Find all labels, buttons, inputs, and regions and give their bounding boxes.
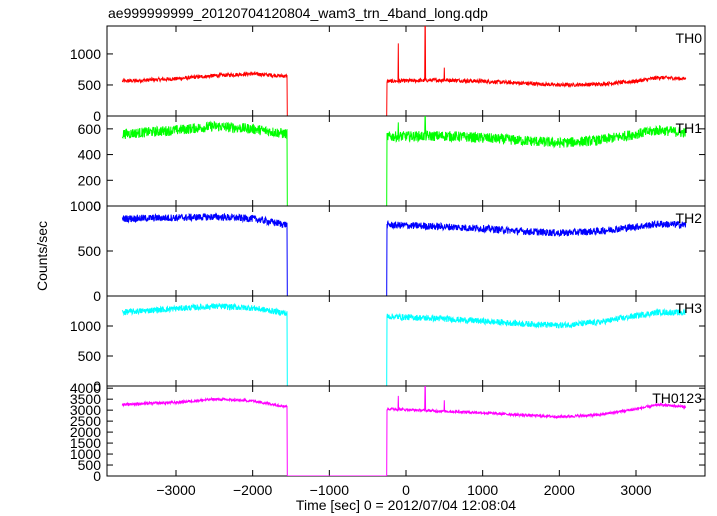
y-tick-label: 1000 (70, 446, 101, 462)
y-tick-label: 0 (93, 198, 101, 214)
x-tick-label: 0 (402, 482, 410, 498)
series-line-th0 (121, 26, 687, 116)
x-tick-label: 2000 (544, 482, 575, 498)
series-line-th0123 (121, 386, 687, 476)
series-line-th3 (121, 302, 687, 386)
y-tick-label: 0 (93, 108, 101, 124)
y-tick-label: 1000 (70, 318, 101, 334)
y-tick-label: 1500 (70, 435, 101, 451)
panel-label-th0123: TH0123 (652, 390, 702, 406)
x-tick-label: −1000 (310, 482, 350, 498)
y-tick-label: 0 (93, 378, 101, 394)
y-axis-label: Counts/sec (34, 221, 50, 291)
x-tick-label: 1000 (467, 482, 498, 498)
y-tick-label: 500 (78, 243, 102, 259)
y-tick-label: 200 (78, 172, 102, 188)
series-line-th1 (121, 116, 687, 206)
panel-frame-th0 (106, 25, 706, 117)
y-tick-label: 2500 (70, 413, 101, 429)
y-tick-label: 0 (93, 288, 101, 304)
panel-label-th2: TH2 (676, 210, 703, 226)
x-tick-label: 3000 (620, 482, 651, 498)
x-axis-label: Time [sec] 0 = 2012/07/04 12:08:04 (296, 497, 516, 513)
y-tick-label: 0 (93, 468, 101, 484)
y-tick-label: 500 (78, 348, 102, 364)
panel-label-th1: TH1 (676, 120, 703, 136)
chart-title: ae999999999_20120704120804_wam3_trn_4ban… (108, 5, 488, 21)
y-tick-label: 4000 (70, 380, 101, 396)
y-tick-label: 500 (78, 77, 102, 93)
y-tick-label: 400 (78, 147, 102, 163)
y-tick-label: 1000 (70, 198, 101, 214)
panel-label-th0: TH0 (676, 30, 703, 46)
y-tick-label: 500 (78, 457, 102, 473)
y-tick-label: 3000 (70, 402, 101, 418)
y-tick-label: 3500 (70, 391, 101, 407)
y-tick-label: 600 (78, 121, 102, 137)
x-tick-label: −2000 (233, 482, 273, 498)
y-tick-label: 1000 (70, 46, 101, 62)
y-tick-label: 2000 (70, 424, 101, 440)
series-line-th2 (121, 212, 687, 296)
panel-label-th3: TH3 (676, 300, 703, 316)
x-tick-label: −3000 (156, 482, 196, 498)
